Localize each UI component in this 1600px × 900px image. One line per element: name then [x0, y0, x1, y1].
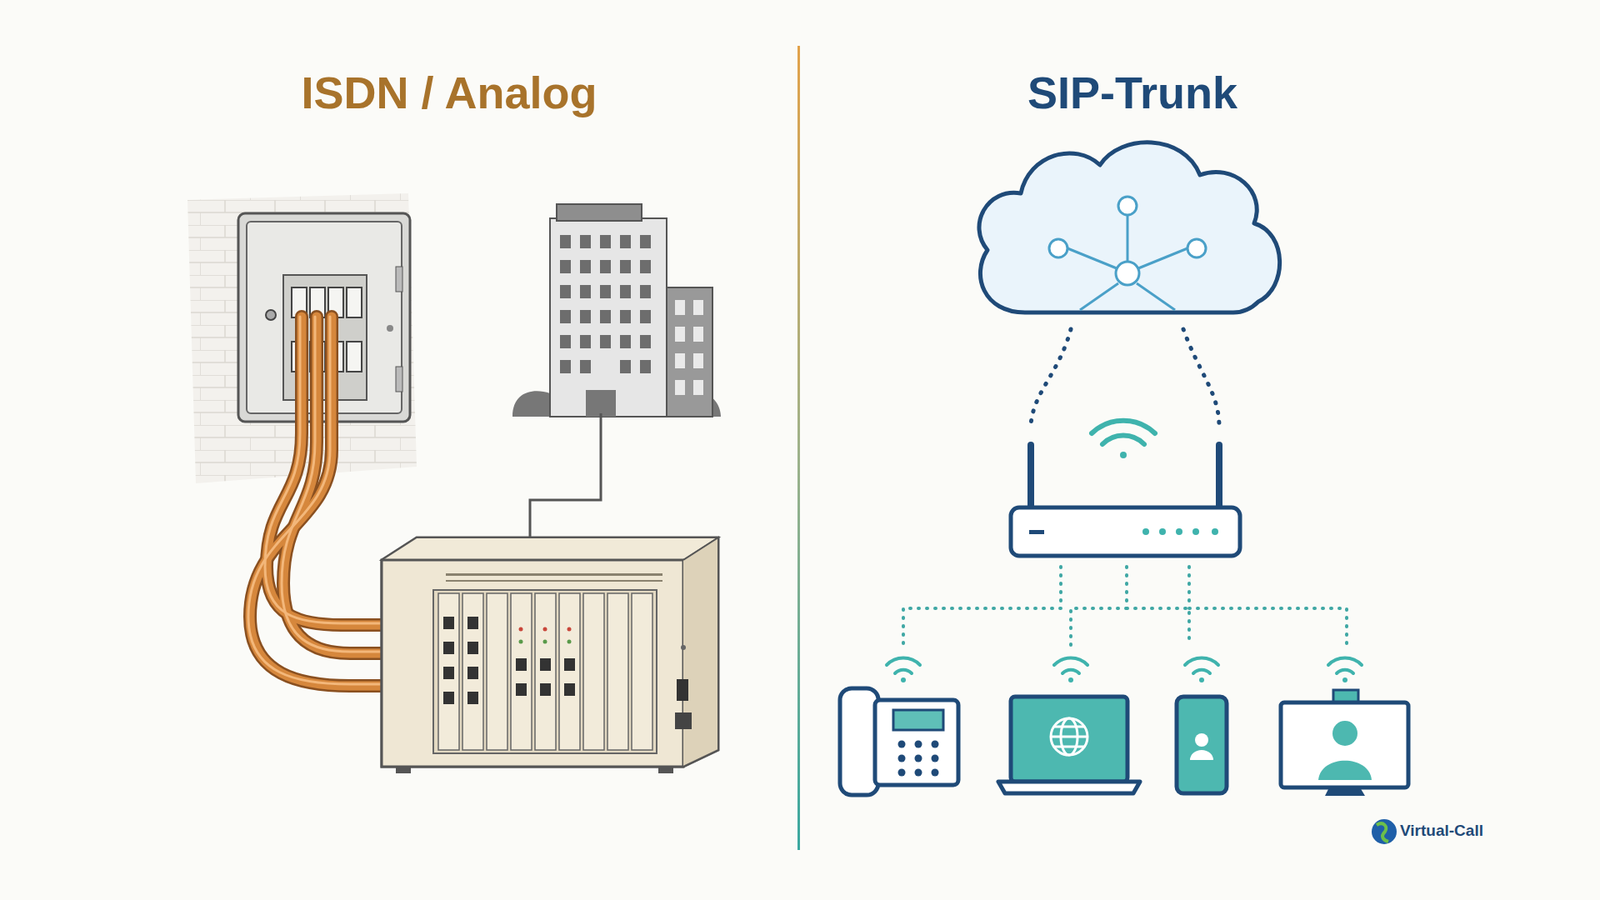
distribution-box	[238, 213, 410, 422]
office-building	[512, 204, 721, 417]
section-title: SIP-Trunk	[1027, 68, 1238, 118]
section-title: ISDN / Analog	[300, 68, 597, 118]
lan-links	[903, 566, 1347, 646]
cloud	[979, 142, 1280, 313]
dotted-links	[1030, 329, 1220, 425]
laptop	[998, 696, 1140, 794]
logo-globe	[1371, 819, 1397, 845]
smartphone	[1176, 696, 1227, 794]
divider	[797, 45, 800, 850]
video-monitor	[1280, 690, 1409, 796]
pbx-cabinet	[381, 537, 719, 774]
wifi-icon	[1091, 420, 1155, 459]
router	[1010, 441, 1240, 556]
phone-line	[530, 413, 601, 538]
logo-text: Virtual-Call	[1400, 822, 1484, 840]
desk-phone	[840, 688, 959, 795]
